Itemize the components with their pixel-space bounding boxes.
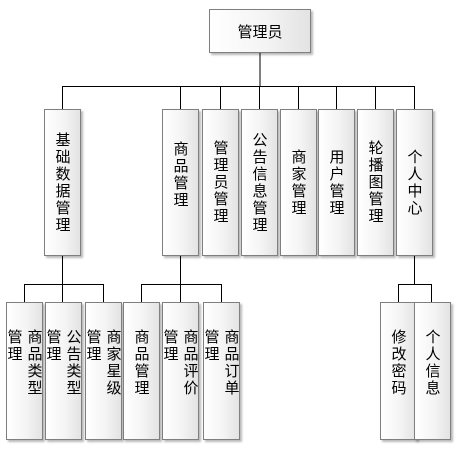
node-personal-info: 个人信息 (414, 302, 451, 440)
root-node-admin: 管理员 (209, 9, 311, 53)
node-goods-order-management: 商品订单管理 (202, 302, 241, 440)
node-change-password: 修改密码 (380, 302, 417, 440)
node-label: 商家星级管理 (84, 329, 123, 397)
node-label: 商品管理 (171, 140, 190, 209)
node-notice-type-management: 公告类型管理 (44, 302, 83, 440)
node-label: 轮播图管理 (366, 140, 385, 225)
node-label: 商品订单管理 (202, 329, 241, 397)
node-label: 用户管理 (327, 148, 346, 217)
node-label: 公告信息管理 (250, 131, 269, 234)
node-goods-management: 商品管理 (162, 109, 199, 256)
node-label: 个人信息 (423, 329, 442, 397)
node-goods-sub-management: 商品管理 (123, 302, 160, 440)
node-merchant-management: 商家管理 (280, 109, 317, 256)
node-basic-data-management: 基础数据管理 (44, 109, 81, 256)
node-label: 公告类型管理 (44, 329, 83, 397)
node-admin-management: 管理员管理 (202, 109, 239, 256)
node-label: 商家管理 (289, 148, 308, 217)
node-user-management: 用户管理 (318, 109, 355, 256)
node-personal-center: 个人中心 (396, 109, 433, 256)
node-label: 管理员管理 (211, 140, 230, 225)
node-label: 商品类型管理 (5, 329, 44, 397)
node-label: 个人中心 (405, 148, 424, 217)
node-label: 修改密码 (389, 329, 408, 397)
node-goods-review-management: 商品评价管理 (161, 302, 200, 440)
node-goods-type-management: 商品类型管理 (5, 302, 44, 440)
node-carousel-management: 轮播图管理 (357, 109, 394, 256)
node-merchant-rating-management: 商家星级管理 (84, 302, 123, 440)
node-notice-management: 公告信息管理 (241, 109, 278, 256)
node-label: 商品评价管理 (161, 329, 200, 397)
node-label: 商品管理 (132, 329, 151, 397)
root-node-label: 管理员 (237, 22, 283, 41)
node-label: 基础数据管理 (53, 131, 72, 234)
